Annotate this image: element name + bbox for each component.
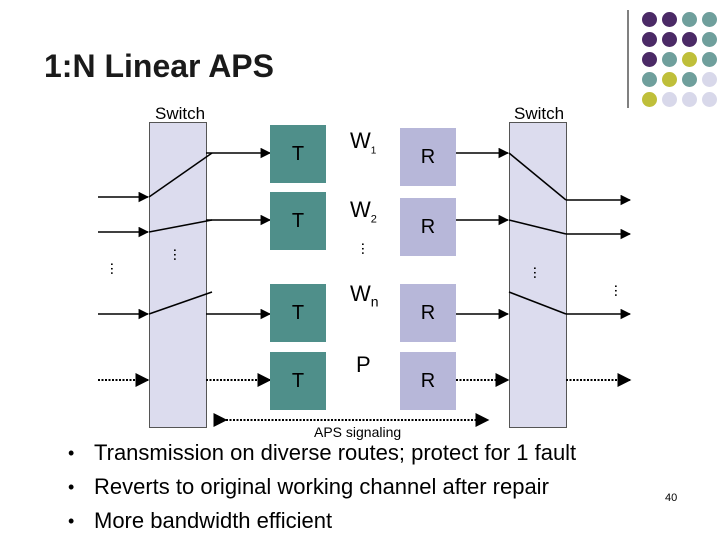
decor-dot <box>662 72 677 87</box>
bullet-list: Transmission on diverse routes; protect … <box>60 436 576 538</box>
decor-dot <box>662 92 677 107</box>
ellipsis-right-switch: ... <box>530 266 547 280</box>
right-switch-box <box>509 122 567 428</box>
receiver-n: R <box>400 284 456 342</box>
channel-p-label: P <box>356 352 371 377</box>
left-switch-label: Switch <box>155 104 206 123</box>
decor-dot <box>702 12 717 27</box>
decor-dot <box>682 12 697 27</box>
decor-dot <box>682 52 697 67</box>
decor-dot <box>662 32 677 47</box>
decor-dot <box>642 12 657 27</box>
decor-dot <box>642 92 657 107</box>
decor-dot <box>702 52 717 67</box>
bullet-item: Transmission on diverse routes; protect … <box>60 436 576 470</box>
bullet-item: More bandwidth efficient <box>60 504 576 538</box>
decor-dot <box>662 12 677 27</box>
decor-dot <box>682 72 697 87</box>
bullet-item: Reverts to original working channel afte… <box>60 470 576 504</box>
transmitter-2: T <box>270 192 326 250</box>
left-switch-line-n <box>148 291 213 315</box>
decor-dot <box>702 92 717 107</box>
ellipsis-inputs: ... <box>107 262 124 276</box>
ellipsis-channels: ... <box>358 242 375 256</box>
decor-dot <box>702 32 717 47</box>
channel-w1-label: W1 <box>350 128 377 157</box>
right-switch-line-1 <box>508 152 567 201</box>
decor-dot <box>702 72 717 87</box>
right-switch-line-2 <box>508 219 567 235</box>
ellipsis-left-switch: ... <box>170 248 187 262</box>
receiver-protect: R <box>400 352 456 410</box>
decor-dot <box>682 32 697 47</box>
left-switch-line-1 <box>148 152 213 198</box>
transmitter-protect: T <box>270 352 326 410</box>
decor-dot <box>642 72 657 87</box>
slide-title: 1:N Linear APS <box>44 48 274 84</box>
channel-w2-label: W2 <box>350 197 377 226</box>
right-switch-line-n <box>508 291 567 315</box>
transmitter-n: T <box>270 284 326 342</box>
transmitter-1: T <box>270 125 326 183</box>
page-number: 40 <box>665 492 678 504</box>
channel-wn-label: Wn <box>350 281 379 310</box>
right-switch-label: Switch <box>514 104 565 123</box>
decor-dot <box>682 92 697 107</box>
decor-dot <box>662 52 677 67</box>
receiver-1: R <box>400 128 456 186</box>
left-switch-line-2 <box>148 219 213 233</box>
left-switch-box <box>149 122 207 428</box>
receiver-2: R <box>400 198 456 256</box>
decor-dot <box>642 52 657 67</box>
decor-dot <box>642 32 657 47</box>
ellipsis-outputs: ... <box>611 284 628 298</box>
